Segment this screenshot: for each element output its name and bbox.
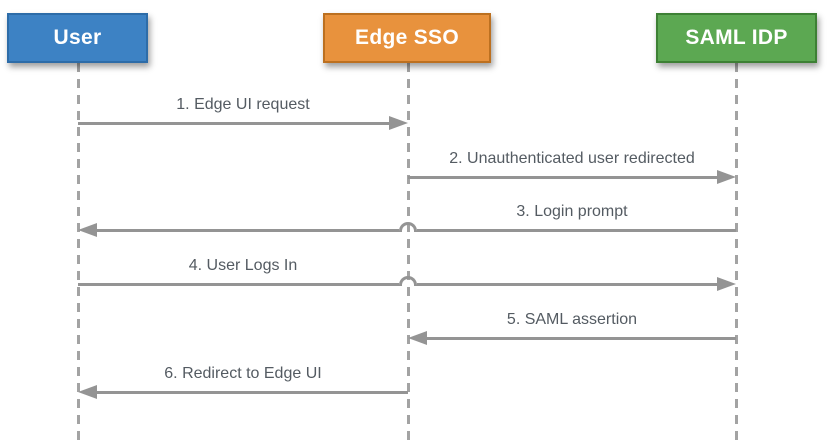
actor-saml-idp: SAML IDP <box>656 13 817 63</box>
message-label: 1. Edge UI request <box>176 96 310 113</box>
arrowhead-right-icon <box>717 277 736 291</box>
message-line <box>417 228 736 232</box>
message-hop <box>399 221 417 232</box>
message-line <box>408 175 719 179</box>
message-label: 4. User Logs In <box>188 257 298 274</box>
message-label: 3. Login prompt <box>516 203 628 220</box>
arrowhead-left-icon <box>408 331 427 345</box>
message-hop <box>399 275 417 286</box>
edge-sso-lifeline <box>406 63 410 444</box>
message-line <box>78 282 399 286</box>
user-lifeline <box>76 63 80 444</box>
arrowhead-right-icon <box>717 170 736 184</box>
saml-idp-lifeline <box>734 63 738 444</box>
arrowhead-left-icon <box>78 223 97 237</box>
message-line <box>95 228 399 232</box>
message-label: 5. SAML assertion <box>506 311 638 328</box>
actor-user: User <box>7 13 148 63</box>
message-line <box>425 336 736 340</box>
message-label: 2. Unauthenticated user redirected <box>449 150 695 167</box>
message-line <box>95 390 408 394</box>
actor-label-user: User <box>53 26 102 49</box>
actor-edge-sso: Edge SSO <box>323 13 491 63</box>
actor-label-edge-sso: Edge SSO <box>355 26 459 49</box>
arrowhead-right-icon <box>389 116 408 130</box>
message-label: 6. Redirect to Edge UI <box>164 365 322 382</box>
actor-label-saml-idp: SAML IDP <box>685 26 788 49</box>
message-line <box>417 282 719 286</box>
arrowhead-left-icon <box>78 385 97 399</box>
message-line <box>78 121 391 125</box>
